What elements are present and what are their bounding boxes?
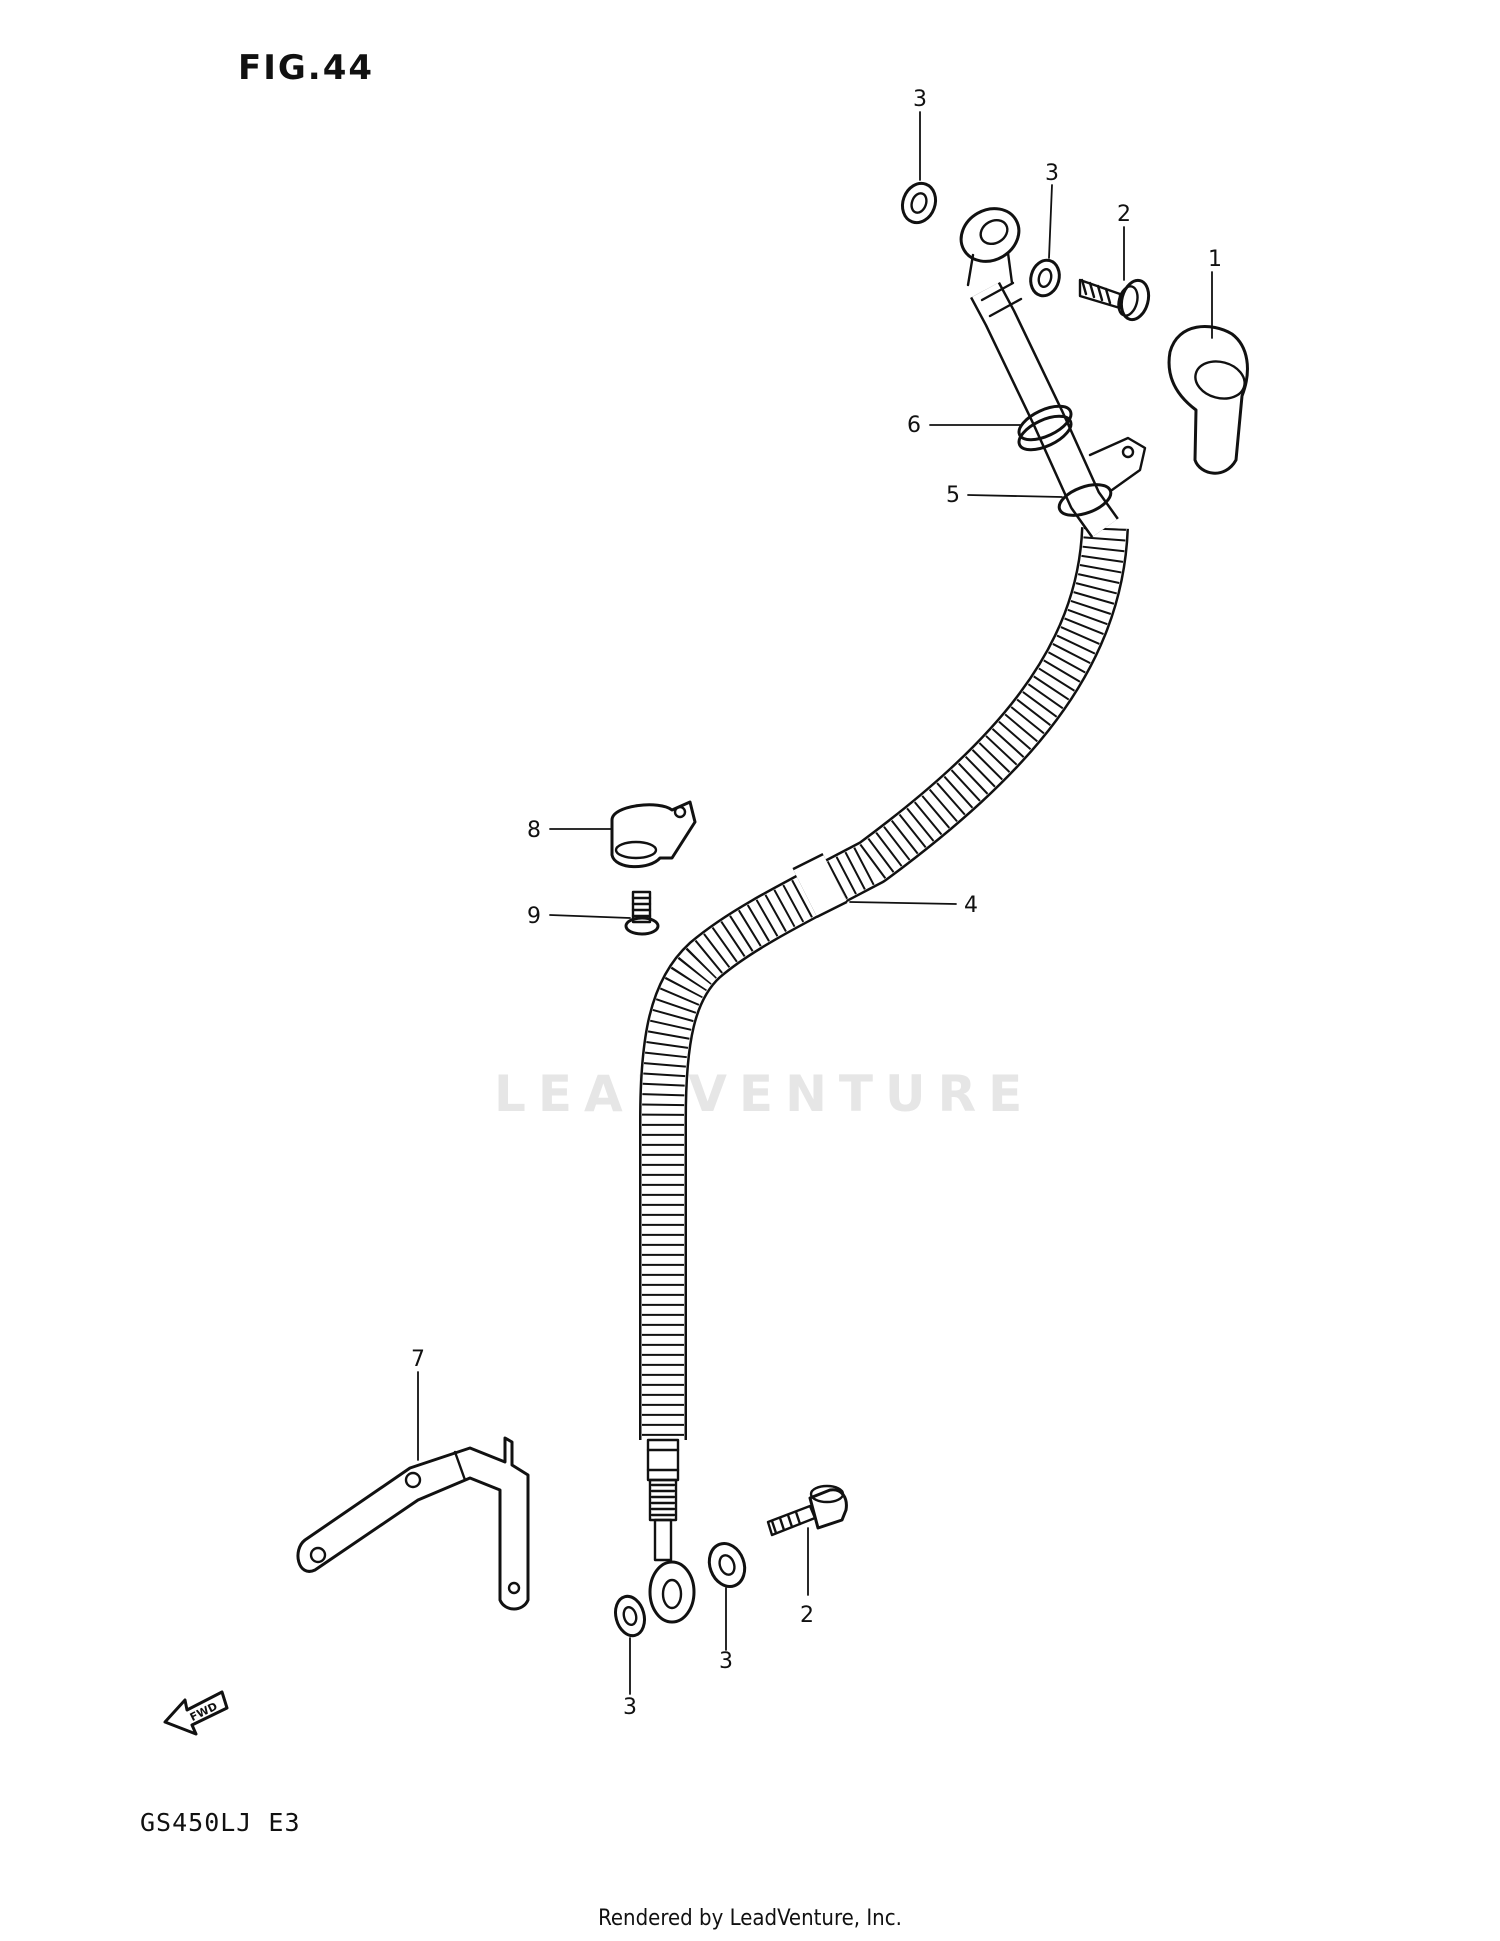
washer-bottom-right xyxy=(707,1542,747,1588)
screw-part-9 xyxy=(624,890,660,936)
render-credit: Rendered by LeadVenture, Inc. xyxy=(598,1906,902,1931)
callout-5: 5 xyxy=(946,483,960,508)
clamp-part-5 xyxy=(1057,436,1147,517)
callout-2-lower: 2 xyxy=(800,1603,814,1628)
banjo-bolt-upper xyxy=(1078,278,1151,322)
washer-bottom-left xyxy=(614,1594,646,1638)
brake-hose xyxy=(639,526,1129,1440)
callout-1: 1 xyxy=(1208,247,1222,272)
clamp-part-8 xyxy=(610,800,697,869)
callout-4: 4 xyxy=(964,893,978,918)
callout-3-top-left: 3 xyxy=(913,87,927,112)
watermark-text: LEADVENTURE xyxy=(494,1065,1035,1123)
model-code: GS450LJ E3 xyxy=(140,1808,301,1837)
bracket-part-7 xyxy=(296,1436,530,1611)
callout-6: 6 xyxy=(907,413,921,438)
callout-8: 8 xyxy=(527,818,541,843)
callout-9: 9 xyxy=(527,904,541,929)
lower-fitting xyxy=(646,1438,696,1624)
figure-title: FIG.44 xyxy=(238,48,375,88)
fwd-arrow-icon xyxy=(163,1690,229,1736)
callout-2-upper: 2 xyxy=(1117,202,1131,227)
leader-lines xyxy=(417,111,1213,1695)
washer-top-left xyxy=(900,181,938,225)
cap-part-1 xyxy=(1167,325,1249,475)
callout-labels: 1 2 2 3 3 3 3 4 5 6 7 8 9 xyxy=(411,87,1222,1720)
washer-top-right xyxy=(1029,258,1061,298)
banjo-bolt-lower xyxy=(766,1484,848,1537)
callout-7: 7 xyxy=(411,1347,425,1372)
callout-3-top-right: 3 xyxy=(1045,161,1059,186)
callout-3-bottom-left: 3 xyxy=(623,1695,637,1720)
grommet-part-6 xyxy=(1017,404,1073,452)
callout-3-bottom-right: 3 xyxy=(719,1649,733,1674)
upper-fitting xyxy=(959,207,1119,538)
